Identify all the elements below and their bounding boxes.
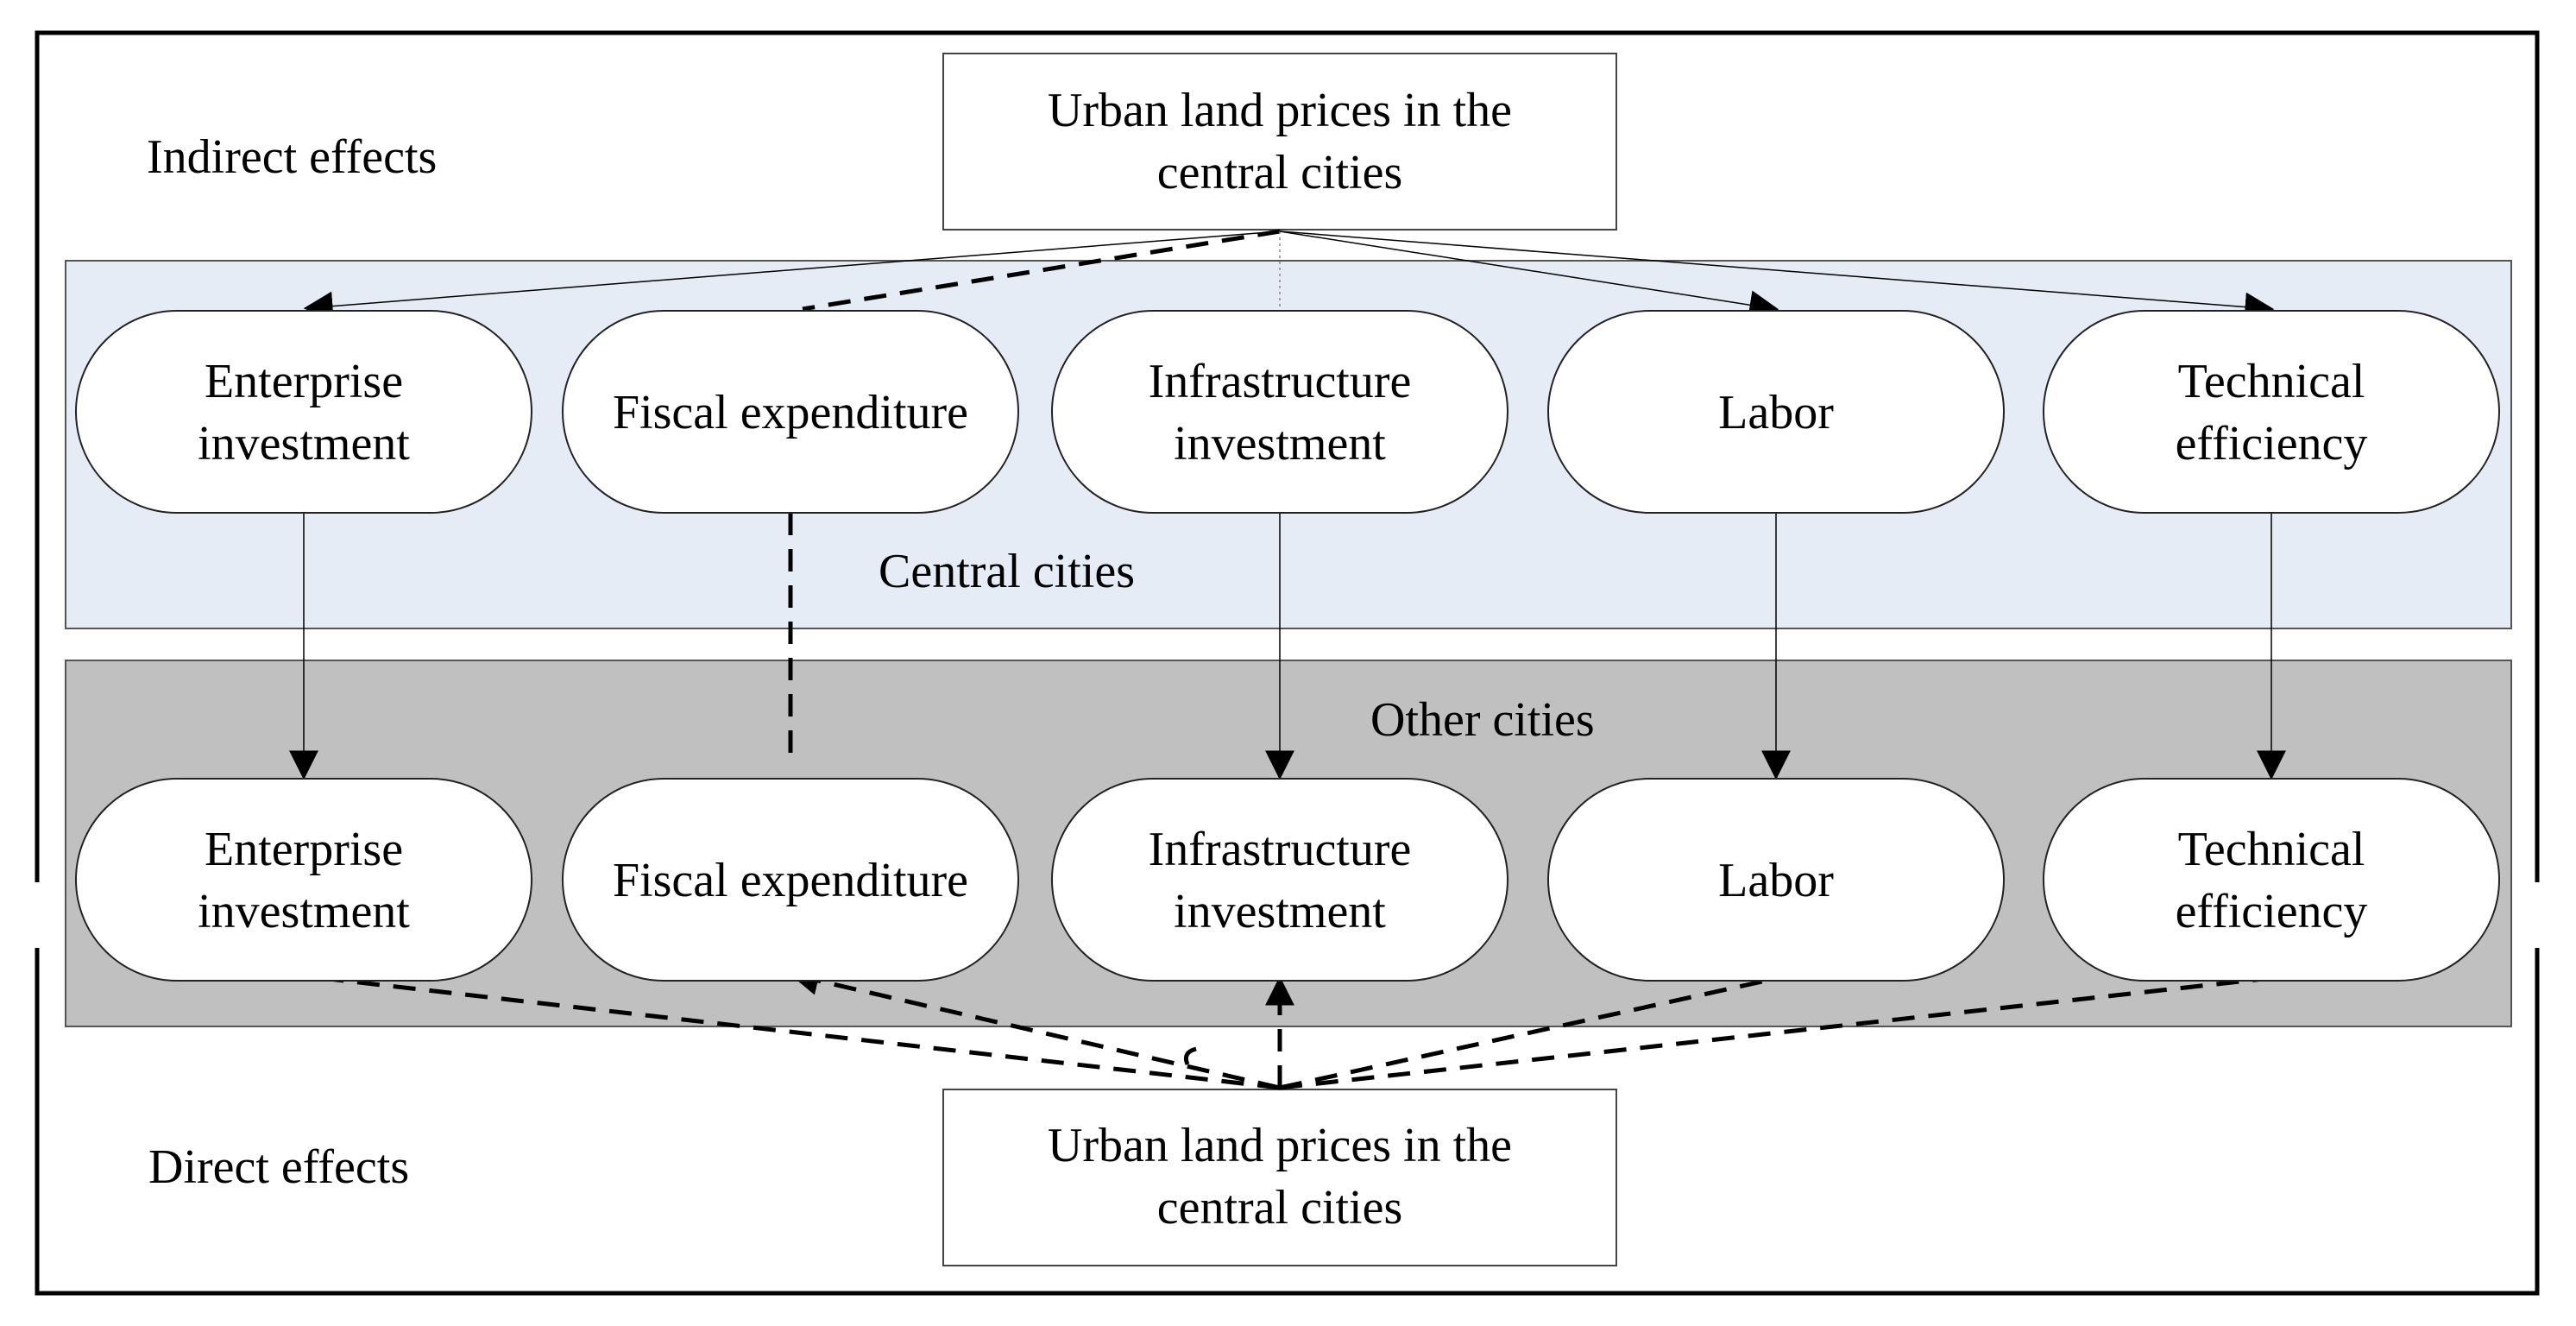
other-node-shape bbox=[562, 778, 1019, 982]
indirect-arrow-technical bbox=[1279, 230, 2275, 322]
other-node-label: Enterprise bbox=[205, 823, 403, 876]
central-node-labor: Labor bbox=[1547, 310, 2005, 514]
other-node-enterprise: Enterprise investment bbox=[75, 778, 532, 982]
central-node-label: Infrastructure bbox=[1149, 355, 1412, 408]
other-cities-nodes: Enterprise investment Fiscal expenditure In… bbox=[75, 778, 2500, 982]
other-node-label: Technical bbox=[2178, 823, 2365, 876]
direct-effects-frame bbox=[35, 948, 2540, 1296]
other-node-shape bbox=[75, 778, 532, 982]
other-node-label: investment bbox=[1174, 885, 1386, 938]
central-node-enterprise: Enterprise investment bbox=[75, 310, 532, 514]
indirect-dashed-fiscal bbox=[802, 229, 1281, 312]
source-top-line-1: Urban land prices in the bbox=[1048, 84, 1512, 137]
source-top-line-2: central cities bbox=[1157, 146, 1403, 199]
other-node-technical: Technical efficiency bbox=[2043, 778, 2500, 982]
other-node-label: efficiency bbox=[2176, 885, 2368, 938]
central-node-label: Fiscal expenditure bbox=[613, 386, 968, 439]
source-bottom-line-1: Urban land prices in the bbox=[1048, 1119, 1512, 1172]
other-node-fiscal: Fiscal expenditure bbox=[562, 778, 1019, 982]
source-bottom-line-2: central cities bbox=[1157, 1181, 1403, 1234]
other-node-shape bbox=[1547, 778, 2005, 982]
direct-dashed-labor bbox=[1279, 976, 1779, 1090]
central-node-shape bbox=[75, 310, 532, 514]
central-node-label: investment bbox=[1174, 417, 1386, 470]
central-node-shape bbox=[1547, 310, 2005, 514]
central-node-label: investment bbox=[198, 417, 410, 470]
central-node-label: Technical bbox=[2178, 355, 2365, 408]
central-cities-nodes: Enterprise investment Fiscal expenditure In… bbox=[75, 310, 2500, 514]
other-node-label: Infrastructure bbox=[1149, 823, 1412, 876]
central-node-label: efficiency bbox=[2176, 417, 2368, 470]
central-node-infrastructure: Infrastructure investment bbox=[1051, 310, 1508, 514]
source-box-top bbox=[942, 53, 1617, 230]
central-node-shape bbox=[562, 310, 1019, 514]
central-node-label: Enterprise bbox=[205, 355, 403, 408]
direct-dashed-technical bbox=[1279, 976, 2272, 1090]
source-box-bottom bbox=[942, 1089, 1617, 1266]
other-node-label: investment bbox=[198, 885, 410, 938]
indirect-effects-label: Indirect effects bbox=[147, 130, 437, 184]
other-node-shape bbox=[2043, 778, 2500, 982]
direct-dashed-enterprise bbox=[320, 976, 1281, 1090]
central-cities-label: Central cities bbox=[879, 545, 1135, 598]
other-node-infrastructure: Infrastructure investment bbox=[1051, 778, 1508, 982]
central-node-fiscal: Fiscal expenditure bbox=[562, 310, 1019, 514]
central-node-shape bbox=[1051, 310, 1508, 514]
other-cities-label: Other cities bbox=[1370, 693, 1595, 747]
other-node-labor: Labor bbox=[1547, 778, 2005, 982]
indirect-arrow-labor bbox=[1279, 230, 1779, 320]
direct-arrow-fiscal bbox=[789, 966, 1281, 1090]
central-node-shape bbox=[2043, 310, 2500, 514]
central-node-label: Labor bbox=[1718, 386, 1834, 439]
other-node-shape bbox=[1051, 778, 1508, 982]
other-node-label: Labor bbox=[1718, 854, 1834, 907]
direct-curl-fiscal bbox=[1183, 1046, 1197, 1065]
indirect-arrow-enterprise bbox=[303, 230, 1281, 321]
central-node-technical: Technical efficiency bbox=[2043, 310, 2500, 514]
direct-effects-label: Direct effects bbox=[148, 1140, 409, 1194]
other-node-label: Fiscal expenditure bbox=[613, 854, 968, 907]
indirect-effects-frame bbox=[35, 30, 2540, 882]
